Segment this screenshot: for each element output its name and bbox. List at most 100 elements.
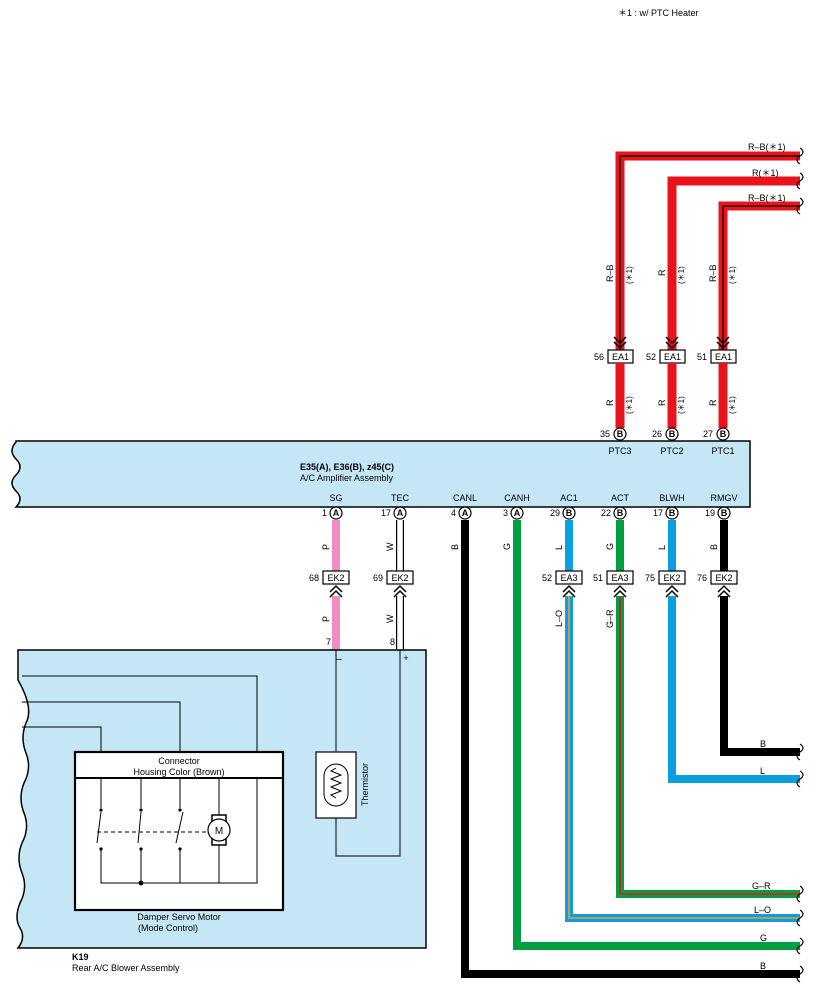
pin-act: B 22 xyxy=(601,506,627,520)
svg-text:EK2: EK2 xyxy=(327,573,344,583)
svg-text:19: 19 xyxy=(705,508,715,518)
svg-text:B: B xyxy=(669,508,676,518)
pin-blwh: B 17 xyxy=(653,506,679,520)
svg-text:22: 22 xyxy=(601,508,611,518)
pin-ptc1: B 27 xyxy=(703,427,730,441)
blower-pin-7: 7 xyxy=(326,637,331,647)
wire-in-label-ptc2: R xyxy=(657,269,667,276)
connector-chevron-icon xyxy=(329,584,731,598)
junction-ek2-blwh: EK2 75 xyxy=(645,570,686,585)
wire-note-ptc1: (＊1) xyxy=(728,396,737,414)
svg-text:A: A xyxy=(333,508,340,518)
amplifier-assembly xyxy=(11,440,751,508)
svg-text:51: 51 xyxy=(593,573,603,583)
junction-ea1-ptc3: EA1 56 xyxy=(594,349,634,364)
harness-break-icon xyxy=(796,147,804,165)
harness-label-ptc1: R–B(＊1) xyxy=(748,193,786,203)
pin-label-tec: TEC xyxy=(391,493,410,503)
svg-text:68: 68 xyxy=(309,573,319,583)
svg-text:EA3: EA3 xyxy=(611,573,628,583)
motor-symbol: M xyxy=(215,826,223,837)
pin-label-ac1: AC1 xyxy=(560,493,578,503)
wire-ac1-lo-stripe xyxy=(568,596,800,919)
wire-in-note-ptc2: (＊1) xyxy=(677,266,686,284)
svg-text:56: 56 xyxy=(594,352,604,362)
svg-text:EA3: EA3 xyxy=(560,573,577,583)
svg-text:69: 69 xyxy=(373,573,383,583)
svg-text:26: 26 xyxy=(652,429,662,439)
pin-label-act: ACT xyxy=(611,493,630,503)
wire-rmgv-out xyxy=(720,596,800,756)
wire-label-act: G xyxy=(605,543,615,550)
svg-text:B: B xyxy=(669,429,676,439)
svg-text:76: 76 xyxy=(697,573,707,583)
blower-plus: + xyxy=(403,653,408,663)
ptc-heater-note: ＊1 : w/ PTC Heater xyxy=(618,8,699,18)
resistor-icon xyxy=(329,767,343,799)
wire-note-ptc3: (＊1) xyxy=(625,396,634,414)
pin-ac1: B 29 xyxy=(550,506,576,520)
pin-label-ptc2: PTC2 xyxy=(660,446,683,456)
blower-pin-8: 8 xyxy=(390,637,395,647)
svg-text:EK2: EK2 xyxy=(391,573,408,583)
pin-rmgv: B 19 xyxy=(705,506,731,520)
svg-text:4: 4 xyxy=(451,508,456,518)
wire-out-label-sg: P xyxy=(321,616,331,622)
wire-in-note-ptc1: (＊1) xyxy=(728,266,737,284)
pin-label-sg: SG xyxy=(329,493,342,503)
wire-act-gr-stripe xyxy=(619,596,800,895)
svg-text:EA1: EA1 xyxy=(664,352,681,362)
wire-label-ac1: L xyxy=(554,545,564,550)
damper-servo-motor: Connector Housing Color (Brown) M Damper… xyxy=(73,750,285,933)
harness-label-ptc2: R(＊1) xyxy=(752,168,779,178)
svg-text:17: 17 xyxy=(653,508,663,518)
svg-text:B: B xyxy=(617,429,624,439)
pin-sg: A 1 xyxy=(322,506,343,520)
wire-label-ptc2: R xyxy=(657,399,667,406)
wire-label-tec: W xyxy=(385,542,395,551)
svg-text:A: A xyxy=(397,508,404,518)
motor-name: Damper Servo Motor xyxy=(137,912,221,922)
pin-ptc2: B 26 xyxy=(652,427,679,441)
svg-text:51: 51 xyxy=(697,352,707,362)
svg-text:29: 29 xyxy=(550,508,560,518)
junction-ea1-ptc2: EA1 52 xyxy=(646,349,686,364)
wire-canl xyxy=(461,520,800,978)
thermistor: Thermistor xyxy=(315,751,370,819)
pin-label-rmgv: RMGV xyxy=(711,493,738,503)
harness-break-icon xyxy=(796,172,804,190)
connector-chevron-icon xyxy=(613,336,730,350)
svg-text:B: B xyxy=(720,429,727,439)
wire-in-label-ptc3: R–B xyxy=(605,264,615,282)
motor-mode: (Mode Control) xyxy=(138,923,198,933)
svg-text:3: 3 xyxy=(503,508,508,518)
wire-ac1-lo xyxy=(565,596,800,922)
svg-text:B: B xyxy=(566,508,573,518)
wire-ptc3-harness xyxy=(615,151,800,350)
wire-label-blwh: L xyxy=(657,545,667,550)
pin-canl: A 4 xyxy=(451,506,472,520)
svg-text:Thermistor: Thermistor xyxy=(360,763,370,806)
junction-ek2-sg: EK2 68 xyxy=(309,570,350,585)
svg-text:52: 52 xyxy=(542,573,552,583)
wire-label-ptc3: R xyxy=(605,399,615,406)
svg-text:1: 1 xyxy=(322,508,327,518)
pin-label-ptc3: PTC3 xyxy=(608,446,631,456)
wire-out-label-tec: W xyxy=(385,614,395,623)
pin-ptc3: B 35 xyxy=(600,427,627,441)
svg-text:EK2: EK2 xyxy=(663,573,680,583)
pin-label-ptc1: PTC1 xyxy=(711,446,734,456)
svg-text:EA1: EA1 xyxy=(715,352,732,362)
junction-ek2-rmgv: EK2 76 xyxy=(697,570,738,585)
harness-break-icon xyxy=(796,743,804,983)
pin-label-blwh: BLWH xyxy=(659,493,684,503)
connector-title: Connector xyxy=(158,756,200,766)
harness-label-rmgv: B xyxy=(760,739,766,749)
harness-label-ac1: L–O xyxy=(754,905,771,915)
wire-in-label-ptc1: R–B xyxy=(708,264,718,282)
svg-text:B: B xyxy=(721,508,728,518)
junction-ea1-ptc1: EA1 51 xyxy=(697,349,737,364)
svg-text:35: 35 xyxy=(600,429,610,439)
wire-label-ptc1: R xyxy=(708,399,718,406)
